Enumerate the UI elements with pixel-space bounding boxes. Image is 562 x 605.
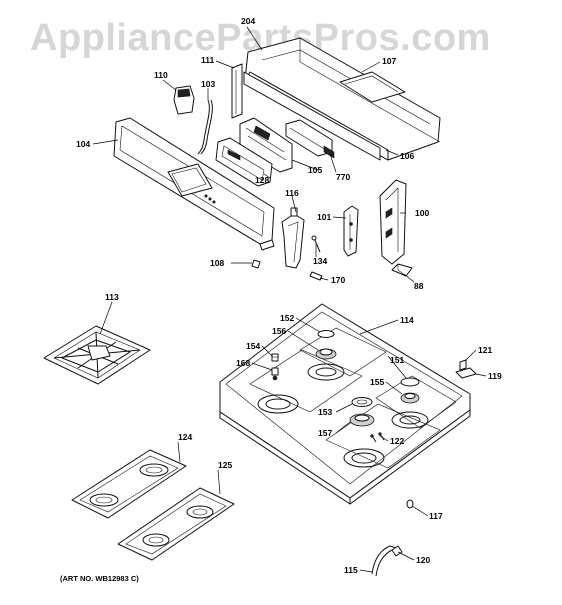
switch-part-110	[173, 85, 195, 115]
control-panel-part-104	[113, 117, 275, 251]
label-156: 156	[272, 326, 286, 336]
orifice-part-168	[271, 367, 279, 381]
screw-part-108	[251, 259, 261, 269]
clip-part-119	[455, 367, 477, 379]
label-153: 153	[318, 407, 332, 417]
end-bracket-part-101	[343, 205, 359, 257]
label-155: 155	[370, 377, 384, 387]
label-115: 115	[344, 565, 358, 575]
screw-part-134	[311, 235, 321, 253]
clip-part-121	[459, 359, 467, 371]
label-170: 170	[331, 275, 345, 285]
label-119: 119	[488, 371, 502, 381]
burner-grate-part-113	[43, 325, 151, 385]
label-152: 152	[280, 313, 294, 323]
art-number: (ART NO. WB12983 C)	[60, 574, 139, 583]
label-103: 103	[201, 79, 215, 89]
electrode-part-122	[370, 432, 385, 443]
display-board-part-770	[285, 119, 335, 159]
screw-part-170	[309, 271, 323, 281]
label-116: 116	[285, 188, 299, 198]
part-labels: 204 111 107 110 103 104 106 105 770 128 …	[76, 16, 502, 575]
overlay-part-128	[215, 137, 273, 187]
leader-lines	[92, 26, 487, 573]
end-bracket-part	[231, 63, 381, 161]
label-106: 106	[400, 151, 414, 161]
label-113: 113	[105, 292, 119, 302]
wire-harness-part-103	[197, 99, 213, 155]
orifice-part-154	[271, 353, 279, 362]
drip-pan-part-124	[71, 449, 187, 519]
side-bracket-part-116	[281, 207, 305, 269]
cooktop-part-114	[219, 303, 471, 505]
label-125: 125	[218, 460, 232, 470]
burner-head-part-155	[400, 392, 420, 404]
label-108: 108	[210, 258, 224, 268]
burner-head-part-157	[349, 413, 375, 427]
label-114: 114	[400, 315, 414, 325]
label-88: 88	[414, 281, 424, 291]
label-128: 128	[255, 175, 269, 185]
label-154: 154	[246, 341, 260, 351]
label-105: 105	[308, 165, 322, 175]
burner-head-part-156	[315, 348, 337, 360]
block-part-88	[391, 263, 413, 277]
label-120: 120	[416, 555, 430, 565]
label-110: 110	[154, 70, 168, 80]
label-122: 122	[390, 436, 404, 446]
burner-cap-part-152	[317, 330, 335, 338]
label-107: 107	[382, 56, 396, 66]
label-104: 104	[76, 139, 90, 149]
label-168: 168	[236, 358, 250, 368]
label-151: 151	[390, 355, 404, 365]
label-124: 124	[178, 432, 192, 442]
drip-pan-part-125	[117, 487, 235, 561]
side-trim-part-100	[379, 179, 407, 265]
label-204: 204	[241, 16, 255, 26]
label-117: 117	[429, 511, 443, 521]
label-770: 770	[336, 172, 350, 182]
label-111: 111	[201, 55, 215, 65]
label-100: 100	[415, 208, 429, 218]
label-101: 101	[317, 212, 331, 222]
fitting-part-120	[391, 545, 403, 557]
label-157: 157	[318, 428, 332, 438]
burner-cap-part-151	[400, 377, 420, 387]
label-134: 134	[313, 256, 327, 266]
burner-cap-part-153	[351, 397, 373, 407]
label-121: 121	[478, 345, 492, 355]
grommet-part-117	[406, 499, 414, 509]
